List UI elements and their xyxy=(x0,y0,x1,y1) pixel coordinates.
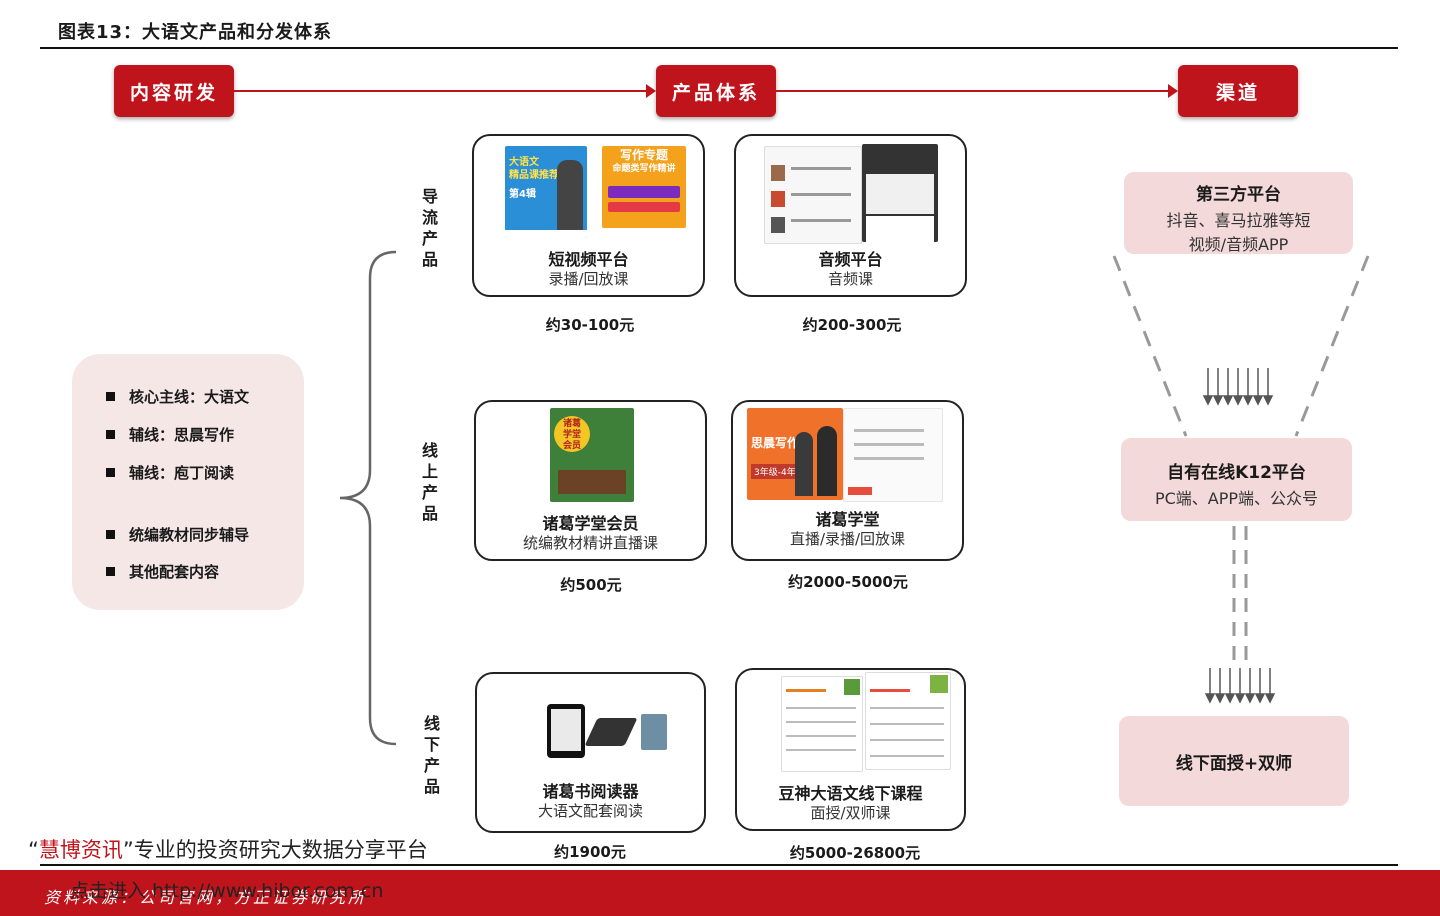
short-video-thumbnail: 大语文 精品课推荐 第4辑 xyxy=(505,146,587,238)
e-reader-device-icon xyxy=(547,704,585,758)
stage-channel: 渠道 xyxy=(1178,65,1298,117)
bullet-square-icon xyxy=(106,392,115,401)
notebook-icon xyxy=(641,714,667,750)
offline-course-listing-1 xyxy=(781,676,863,772)
offline-course-listing-2 xyxy=(865,672,951,770)
teacher-photo xyxy=(557,160,583,230)
price-label: 约200-300元 xyxy=(802,316,902,334)
footer-band xyxy=(0,870,1440,916)
own-to-offline-connector xyxy=(1204,526,1276,704)
card-title: 诸葛书阅读器 xyxy=(542,782,639,801)
price-label: 约5000-26800元 xyxy=(789,844,921,862)
channel-own-platform: 自有在线K12平台 PC端、APP端、公众号 xyxy=(1121,438,1352,521)
price-label: 约1900元 xyxy=(554,843,626,861)
stage-product-system: 产品体系 xyxy=(656,65,776,117)
card-title: 诸葛学堂会员 xyxy=(542,514,639,533)
flow-arrow-2 xyxy=(776,90,1170,92)
product-card-member: 诸葛 学堂 会员 诸葛学堂会员 统编教材精讲直播课 xyxy=(474,400,707,561)
content-item: 统编教材同步辅导 xyxy=(106,524,249,545)
product-card-short-video: 大语文 精品课推荐 第4辑 写作专题 命题类写作精讲 短视频平台 录播/回放课 xyxy=(472,134,705,297)
footer-divider xyxy=(40,864,1398,866)
watermark-link[interactable]: 点击进入 http://www.hibor.com.cn xyxy=(70,880,384,902)
channel-third-party: 第三方平台 抖音、喜马拉雅等短 视频/音频APP xyxy=(1124,172,1353,254)
product-card-reader: 诸葛书阅读器 大语文配套阅读 xyxy=(475,672,706,833)
card-title: 短视频平台 xyxy=(548,250,629,269)
product-card-offline-course: 豆神大语文线下课程 面授/双师课 xyxy=(735,668,966,831)
channel-offline: 线下面授+双师 xyxy=(1119,716,1349,806)
content-dev-panel: 核心主线：大语文 辅线：思晨写作 辅线：庖丁阅读 统编教材同步辅导 其他配套内容 xyxy=(72,354,304,610)
grouping-brace xyxy=(339,250,397,746)
arrowhead-icon xyxy=(646,84,656,98)
card-title: 诸葛学堂 xyxy=(815,510,880,529)
page-title: 图表13：大语文产品和分发体系 xyxy=(58,22,333,43)
bullet-square-icon xyxy=(106,567,115,576)
arrowhead-icon xyxy=(1168,84,1178,98)
card-title: 豆神大语文线下课程 xyxy=(778,784,923,803)
e-reader-case-icon xyxy=(584,718,638,746)
bullet-square-icon xyxy=(106,430,115,439)
audio-player-screenshot xyxy=(862,144,938,242)
content-item: 核心主线：大语文 xyxy=(106,386,249,407)
product-card-academy: 思晨写作班 3年级-4年级 诸葛学堂 直播/录播/回放课 xyxy=(731,400,964,561)
card-subtitle: 大语文配套阅读 xyxy=(537,802,643,820)
card-subtitle: 统编教材精讲直播课 xyxy=(522,534,658,552)
card-title: 音频平台 xyxy=(818,250,883,269)
card-subtitle: 直播/录播/回放课 xyxy=(789,530,906,548)
content-item: 辅线：庖丁阅读 xyxy=(106,462,234,483)
writing-topic-thumbnail: 写作专题 命题类写作精讲 xyxy=(602,146,686,228)
bullet-square-icon xyxy=(106,468,115,477)
price-label: 约500元 xyxy=(560,576,622,594)
stage-content-dev: 内容研发 xyxy=(114,65,234,117)
audio-app-screenshot xyxy=(764,146,862,244)
card-subtitle: 音频课 xyxy=(827,270,873,288)
group-label-online: 线上产品 xyxy=(421,441,438,523)
group-label-offline: 线下产品 xyxy=(423,714,440,796)
member-thumbnail: 诸葛 学堂 会员 xyxy=(550,408,634,502)
academy-course-detail xyxy=(843,408,943,502)
price-label: 约2000-5000元 xyxy=(788,573,908,591)
product-card-audio: 音频平台 音频课 xyxy=(734,134,967,297)
card-subtitle: 面授/双师课 xyxy=(810,804,891,822)
card-subtitle: 录播/回放课 xyxy=(548,270,629,288)
price-label: 约30-100元 xyxy=(545,316,635,334)
source-note: 资料来源：公司官网，方正证券研究所 xyxy=(44,888,368,907)
funnel-dashed-lines xyxy=(1112,255,1370,437)
watermark-tagline: “慧博资讯”专业的投资研究大数据分享平台 xyxy=(28,838,428,862)
content-item: 辅线：思晨写作 xyxy=(106,424,234,445)
group-label-traffic: 导流产品 xyxy=(421,187,438,269)
bullet-square-icon xyxy=(106,530,115,539)
content-item: 其他配套内容 xyxy=(106,561,219,582)
academy-thumbnail: 思晨写作班 3年级-4年级 xyxy=(747,408,843,500)
flow-arrow-1 xyxy=(234,90,648,92)
title-divider xyxy=(40,47,1398,49)
